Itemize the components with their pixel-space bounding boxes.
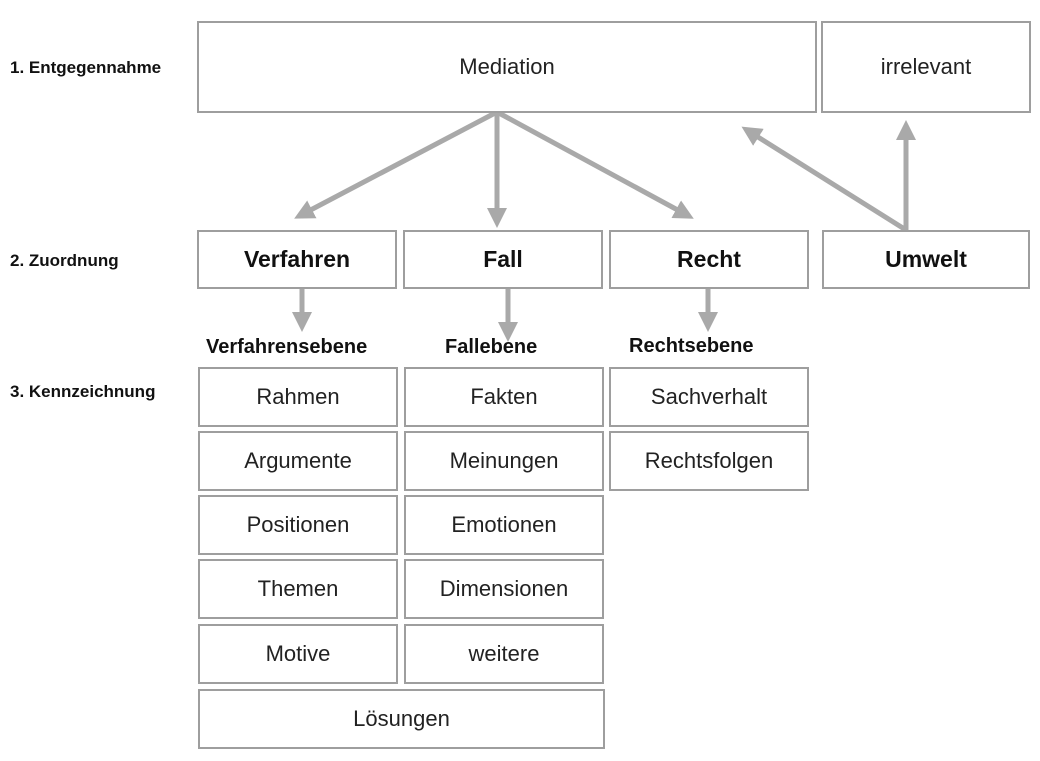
irrelevant-box: irrelevant xyxy=(821,21,1031,113)
arrow-mediation-to-recht xyxy=(495,109,694,219)
umwelt-box: Umwelt xyxy=(822,230,1030,289)
recht-box: Recht xyxy=(609,230,809,289)
fall-item: Emotionen xyxy=(404,495,604,555)
fallebene-heading: Fallebene xyxy=(445,336,538,358)
verfahren-item: Argumente xyxy=(198,431,398,491)
verfahrensebene-heading: Verfahrensebene xyxy=(206,336,368,358)
arrow-umwelt-to-mediation xyxy=(741,126,908,233)
recht-item: Rechtsfolgen xyxy=(609,431,809,491)
verfahren-item: Themen xyxy=(198,559,398,619)
verfahren-item: Rahmen xyxy=(198,367,398,427)
arrow-mediation-to-verfahren xyxy=(294,109,499,219)
fall-item: Fakten xyxy=(404,367,604,427)
row-label-zuordnung: 2. Zuordnung xyxy=(10,251,119,270)
row-label-kennzeichnung: 3. Kennzeichnung xyxy=(10,382,156,401)
rechtsebene-heading: Rechtsebene xyxy=(629,335,754,357)
row-label-entgegennahme: 1. Entgegennahme xyxy=(10,58,162,77)
fall-item: weitere xyxy=(404,624,604,684)
recht-item: Sachverhalt xyxy=(609,367,809,427)
mediation-box: Mediation xyxy=(197,21,817,113)
fall-item: Meinungen xyxy=(404,431,604,491)
verfahren-item: Positionen xyxy=(198,495,398,555)
verfahren-item: Motive xyxy=(198,624,398,684)
verfahren-box: Verfahren xyxy=(197,230,397,289)
fall-item: Dimensionen xyxy=(404,559,604,619)
loesungen-box: Lösungen xyxy=(198,689,605,749)
fall-box: Fall xyxy=(403,230,603,289)
